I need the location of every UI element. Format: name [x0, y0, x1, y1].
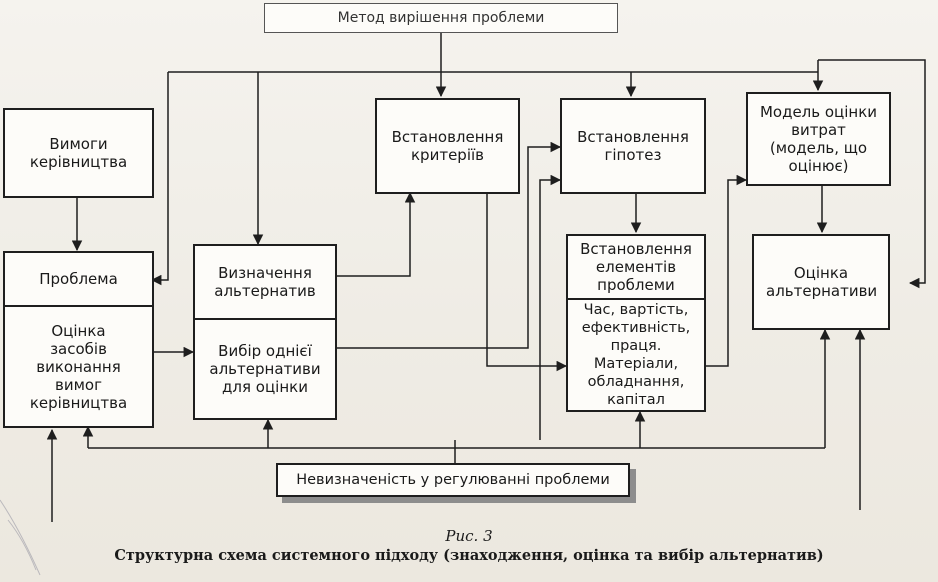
node-text: Оцінка альтернативи — [766, 264, 878, 300]
node-problem-title: Проблема — [5, 253, 152, 307]
uncertainty-banner-text: Невизначеність у регулюванні проблеми — [296, 472, 610, 488]
corner-stamp-mark — [0, 499, 41, 576]
node-hypotheses: Встановлення гіпотез — [560, 98, 706, 194]
node-alternatives-title: Визначення альтернатив — [195, 246, 335, 320]
node-text: Вимоги керівництва — [29, 135, 128, 171]
node-management-requirements: Вимоги керівництва — [3, 108, 154, 198]
node-alternatives-body: Вибір однієї альтернативи для оцінки — [209, 342, 321, 396]
figure-caption: Структурна схема системного підходу (зна… — [114, 547, 824, 564]
uncertainty-to-hypotheses — [539, 174, 562, 440]
method-banner: Метод вирішення проблеми — [264, 3, 618, 33]
node-cost-model: Модель оцінки витрат (модель, що оцінює) — [746, 92, 891, 186]
node-elements-body: Час, вартість, ефективність, праця. Мате… — [581, 302, 691, 408]
method-banner-text: Метод вирішення проблеми — [337, 10, 545, 26]
node-alternatives: Визначення альтернатив Вибір однієї альт… — [193, 244, 337, 420]
figure-label: Рис. 3 — [445, 527, 493, 545]
node-elements-title: Встановлення елементів проблеми — [568, 236, 704, 300]
alternatives-to-criteria — [337, 191, 416, 277]
node-criteria: Встановлення критеріїв — [375, 98, 520, 194]
node-problem-body: Оцінка засобів виконання вимог керівницт… — [29, 321, 128, 412]
node-text: Модель оцінки витрат (модель, що оцінює) — [759, 103, 878, 175]
criteria-to-elements — [486, 193, 568, 372]
node-problem-elements: Встановлення елементів проблеми Час, вар… — [566, 234, 706, 412]
right-feedback-line — [818, 59, 926, 289]
node-text: Встановлення гіпотез — [577, 128, 689, 164]
selection-to-hypotheses — [337, 141, 562, 349]
node-alternative-evaluation: Оцінка альтернативи — [752, 234, 890, 330]
dist-to-problem — [150, 72, 169, 286]
node-text: Встановлення критеріїв — [391, 128, 504, 164]
node-problem: Проблема Оцінка засобів виконання вимог … — [3, 251, 154, 428]
elements-to-cost-model — [706, 174, 748, 367]
uncertainty-banner: Невизначеність у регулюванні проблеми — [276, 463, 630, 497]
